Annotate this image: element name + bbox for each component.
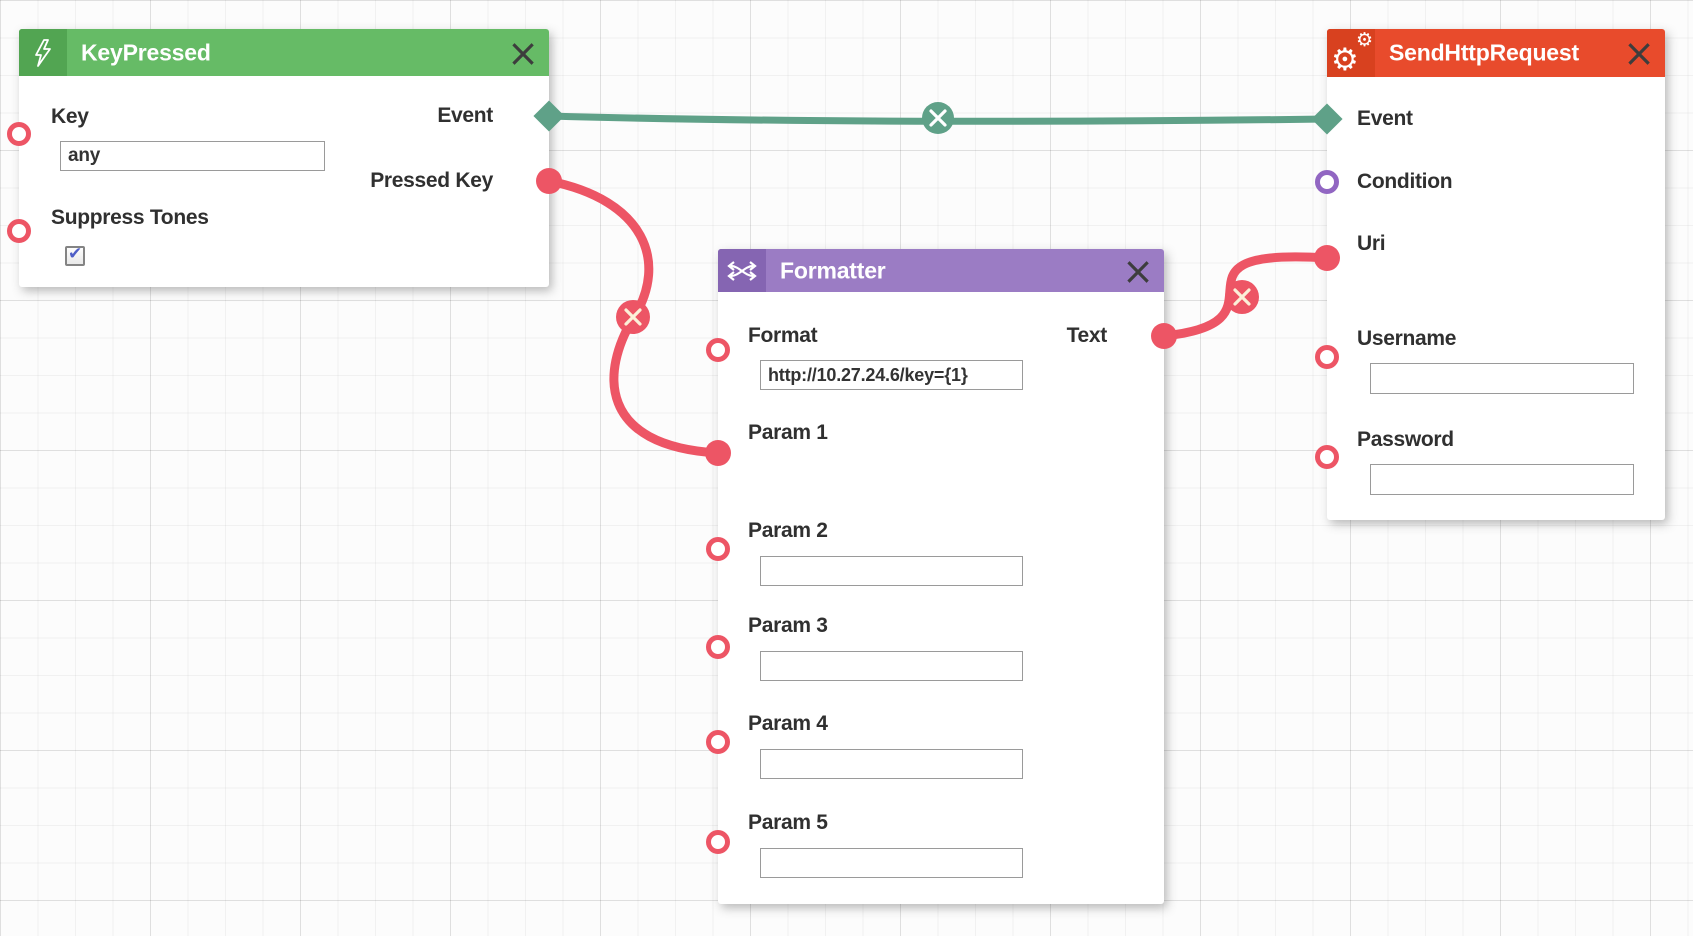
output-label-text: Text	[1066, 324, 1108, 347]
x-icon	[929, 109, 947, 127]
node-title: Formatter	[780, 257, 886, 283]
lightning-icon	[19, 29, 67, 76]
port-param-2-input[interactable]	[706, 537, 730, 561]
port-format-input[interactable]	[706, 338, 730, 362]
port-param-1-input[interactable]	[705, 440, 731, 466]
field-label-username: Username	[1357, 327, 1457, 350]
gear-icon: ⚙	[1355, 29, 1373, 51]
delete-connection-button[interactable]	[922, 102, 954, 134]
field-label-event: Event	[1357, 107, 1413, 130]
field-label-param-2: Param 2	[748, 519, 828, 542]
field-label-param-4: Param 4	[748, 712, 828, 735]
output-label-event: Event	[437, 104, 493, 127]
field-label-condition: Condition	[1357, 170, 1453, 193]
port-password-input[interactable]	[1315, 445, 1339, 469]
field-label-password: Password	[1357, 428, 1454, 451]
x-icon	[1233, 288, 1251, 306]
delete-connection-button[interactable]	[616, 300, 650, 334]
close-node-button[interactable]: ×	[1623, 31, 1655, 75]
node-header[interactable]: KeyPressed ×	[19, 29, 549, 76]
key-input[interactable]	[60, 141, 325, 171]
port-param-5-input[interactable]	[706, 830, 730, 854]
x-icon	[624, 308, 642, 326]
param-4-input[interactable]	[760, 749, 1023, 779]
node-header[interactable]: Formatter ×	[718, 249, 1164, 292]
field-label-format: Format	[748, 324, 818, 347]
gears-icon: ⚙ ⚙	[1327, 29, 1375, 77]
output-label-pressed-key: Pressed Key	[370, 169, 493, 192]
field-label-param-5: Param 5	[748, 811, 828, 834]
port-text-output[interactable]	[1151, 323, 1177, 349]
shuffle-icon	[718, 249, 766, 292]
port-uri-input[interactable]	[1314, 245, 1340, 271]
port-suppress-tones-input[interactable]	[7, 219, 31, 243]
port-username-input[interactable]	[1315, 345, 1339, 369]
format-input[interactable]	[760, 360, 1023, 390]
port-key-input[interactable]	[7, 122, 31, 146]
password-input[interactable]	[1370, 464, 1634, 495]
close-node-button[interactable]: ×	[507, 30, 539, 75]
delete-connection-button[interactable]	[1225, 280, 1259, 314]
port-condition-input[interactable]	[1315, 170, 1339, 194]
param-2-input[interactable]	[760, 556, 1023, 586]
field-label-key: Key	[51, 105, 89, 128]
node-header[interactable]: ⚙ ⚙ SendHttpRequest ×	[1327, 29, 1665, 77]
field-label-param-3: Param 3	[748, 614, 828, 637]
node-title: KeyPressed	[81, 39, 211, 65]
gear-icon: ⚙	[1331, 42, 1359, 78]
port-pressed-key-output[interactable]	[536, 168, 562, 194]
node-sendhttprequest[interactable]: ⚙ ⚙ SendHttpRequest × Event Condition Ur…	[1311, 29, 1665, 520]
suppress-tones-checkbox[interactable]: ✔	[65, 244, 85, 266]
username-input[interactable]	[1370, 363, 1634, 394]
field-label-suppress-tones: Suppress Tones	[51, 206, 209, 229]
port-param-3-input[interactable]	[706, 635, 730, 659]
checkmark-icon: ✔	[68, 244, 83, 264]
node-keypressed[interactable]: KeyPressed × Key Suppress Tones ✔ Event …	[7, 29, 565, 287]
field-label-param-1: Param 1	[748, 421, 828, 444]
field-label-uri: Uri	[1357, 232, 1386, 255]
port-param-4-input[interactable]	[706, 730, 730, 754]
close-node-button[interactable]: ×	[1122, 248, 1154, 293]
node-formatter[interactable]: Formatter × Format Text Param 1 Param 2 …	[705, 249, 1177, 904]
param-3-input[interactable]	[760, 651, 1023, 681]
param-5-input[interactable]	[760, 848, 1023, 878]
node-title: SendHttpRequest	[1389, 39, 1579, 66]
